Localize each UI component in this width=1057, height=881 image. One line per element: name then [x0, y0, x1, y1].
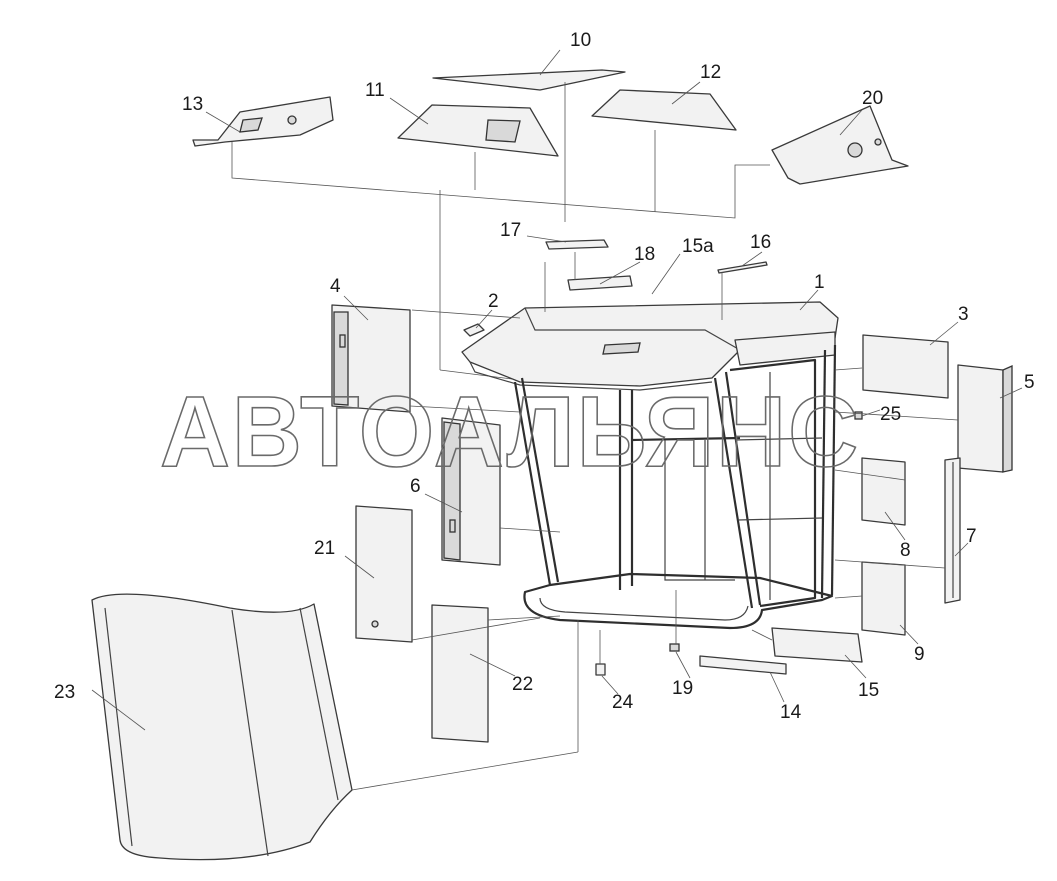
callout-4: 4	[330, 276, 341, 297]
roof-panel-10	[432, 69, 626, 91]
callout-13: 13	[182, 94, 203, 115]
floor-panel-15	[771, 627, 863, 663]
roof-item-17	[545, 239, 609, 250]
roof-bracket-13	[192, 96, 334, 147]
fastener-25	[854, 411, 863, 420]
callout-16: 16	[750, 232, 771, 253]
callout-15: 15	[858, 680, 879, 701]
rear-panel-3	[862, 334, 949, 399]
side-panel-21	[355, 505, 413, 643]
callout-leaders	[91, 49, 1023, 791]
roof-panel-11	[397, 104, 559, 157]
fastener-19	[669, 643, 680, 652]
callout-1: 1	[814, 272, 825, 293]
callout-7: 7	[966, 526, 977, 547]
callout-20: 20	[862, 88, 883, 109]
callout-23: 23	[54, 682, 75, 703]
callout-8: 8	[900, 540, 911, 561]
front-panel-23	[91, 593, 353, 861]
callout-labels: 10 11 12 13 20 17 18 15a 16 1 2 4 3 5 25…	[54, 30, 1035, 723]
cab-frame-1	[461, 301, 839, 630]
roof-leader-lines	[231, 82, 770, 381]
door-panel-6	[441, 417, 501, 566]
callout-18: 18	[634, 244, 655, 265]
callout-22: 22	[512, 674, 533, 695]
side-panel-9	[861, 561, 906, 636]
side-panel-8	[861, 457, 906, 526]
roof-item-18	[567, 275, 633, 291]
callout-21: 21	[314, 538, 335, 559]
floor-strip-14	[699, 655, 787, 675]
door-panel-4	[331, 304, 411, 413]
roof-strip-16	[717, 261, 768, 274]
callout-6: 6	[410, 476, 421, 497]
watermark-text: АВТОАЛЬЯНС	[160, 376, 860, 488]
roof-panel-12	[591, 89, 737, 131]
callout-25: 25	[880, 404, 901, 425]
callout-3: 3	[958, 304, 969, 325]
callout-12: 12	[700, 62, 721, 83]
side-panel-22	[431, 604, 489, 743]
callout-5: 5	[1024, 372, 1035, 393]
callout-10: 10	[570, 30, 591, 51]
bracket-2	[463, 323, 485, 337]
side-strip-7	[944, 457, 961, 604]
callout-14: 14	[780, 702, 802, 723]
side-panel-5	[957, 364, 1013, 473]
callout-2: 2	[488, 291, 499, 312]
callout-9: 9	[914, 644, 925, 665]
callout-11: 11	[365, 80, 385, 101]
callout-17: 17	[500, 220, 521, 241]
callout-24: 24	[612, 692, 634, 713]
roof-bracket-20	[771, 105, 909, 185]
callout-19: 19	[672, 678, 693, 699]
fastener-24	[595, 663, 606, 676]
callout-15a: 15a	[682, 236, 714, 257]
